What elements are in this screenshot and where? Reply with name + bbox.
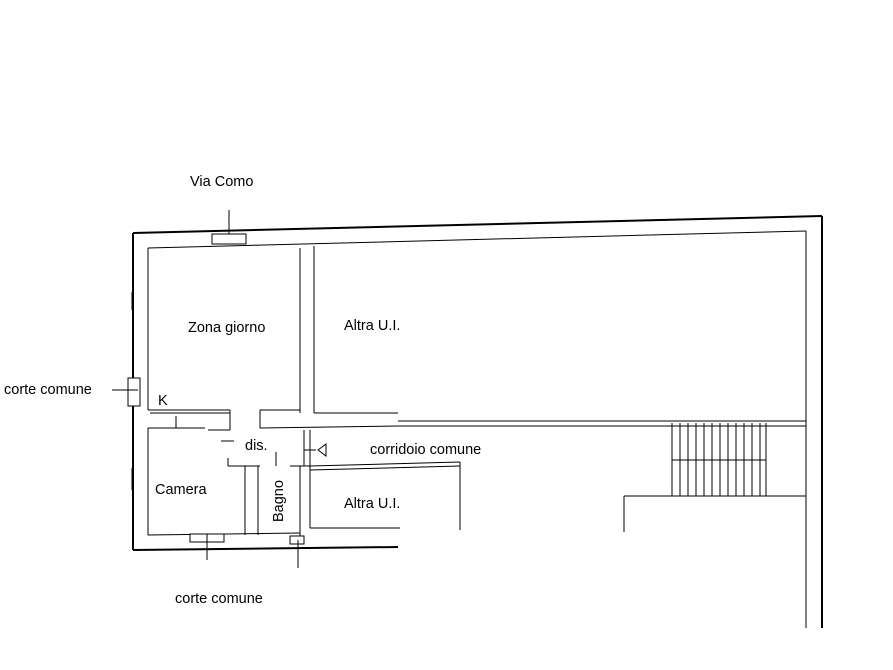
staircase (623, 423, 806, 532)
label-via-como: Via Como (190, 174, 253, 190)
interior-walls (147, 246, 806, 540)
outer-walls (132, 215, 823, 628)
label-bagno: Bagno (271, 480, 287, 522)
label-altra-ui-bottom: Altra U.I. (344, 496, 400, 512)
label-zona-giorno: Zona giorno (188, 320, 265, 336)
label-camera: Camera (155, 482, 208, 498)
label-corte-comune-left: corte comune (4, 382, 92, 398)
label-altra-ui-top: Altra U.I. (344, 318, 400, 334)
label-kitchen: K (158, 393, 168, 409)
label-corridoio-comune: corridoio comune (370, 442, 481, 458)
label-corte-comune-bottom: corte comune (175, 591, 263, 607)
labels: Via Como corte comune corte comune Zona … (4, 174, 481, 607)
label-disimpegno: dis. (245, 438, 268, 454)
windows (112, 210, 327, 568)
